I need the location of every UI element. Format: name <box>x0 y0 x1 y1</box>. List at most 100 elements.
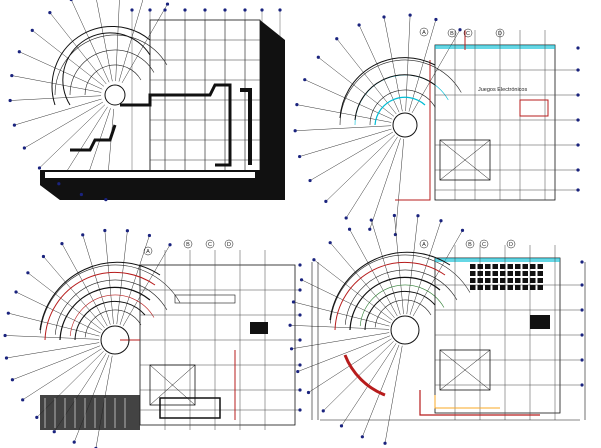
radial-axes <box>290 215 463 444</box>
seat-block <box>537 271 543 276</box>
radial-axis-line <box>349 229 398 317</box>
radial-axis-line <box>405 15 411 112</box>
radial-axis-line <box>293 301 390 327</box>
seat-block <box>522 264 528 269</box>
axis-bubble <box>22 146 26 150</box>
seat-block <box>507 278 513 283</box>
radial-axis-line <box>295 125 392 132</box>
area-label: Juegos Electrónicos <box>478 87 527 93</box>
axis-bubble <box>580 383 584 387</box>
seat-block <box>485 264 491 269</box>
seat-block <box>492 285 498 290</box>
grid-letter: B <box>186 242 190 248</box>
axis-bubble <box>223 8 227 12</box>
radial-axis-line <box>406 215 419 315</box>
axis-bubble <box>3 333 7 338</box>
axis-bubble <box>382 15 386 19</box>
arc-ring <box>54 279 168 335</box>
axis-bubble <box>328 241 332 245</box>
axis-bubble <box>434 17 438 22</box>
axis-bubble <box>79 192 83 197</box>
seat-block <box>522 285 528 290</box>
radial-axis-line <box>383 16 403 112</box>
radial-axis-line <box>329 242 395 319</box>
axis-bubble <box>69 0 73 2</box>
radial-axis-line <box>11 75 102 93</box>
radial-axis-line <box>412 230 463 317</box>
radial-axis-line <box>24 101 104 149</box>
radial-axis-line <box>71 0 110 83</box>
seat-block <box>537 264 543 269</box>
arc-ring <box>374 299 432 328</box>
axis-bubble <box>72 440 76 444</box>
seat-block <box>530 285 536 290</box>
axis-bubble <box>576 143 580 147</box>
grid-letter: C <box>482 242 486 248</box>
floor-plan-top-left <box>8 0 285 202</box>
axis-bubbles <box>8 0 282 202</box>
seat-block <box>485 285 491 290</box>
grid-letter-bubble <box>447 28 457 38</box>
seat-block <box>522 278 528 283</box>
axis-bubble <box>580 260 584 264</box>
axis-bubble <box>580 308 584 312</box>
seat-block <box>470 271 476 276</box>
grid-letter-bubble <box>495 28 505 38</box>
radial-axis-line <box>297 335 391 372</box>
axis-bubble <box>14 290 18 294</box>
axis-bubble <box>576 188 580 192</box>
axis-bubble <box>298 288 302 292</box>
building-block <box>40 19 285 200</box>
axis-bubble <box>360 435 364 439</box>
seat-block <box>500 285 506 290</box>
axis-bubble <box>339 424 344 428</box>
radial-axis-line <box>336 38 397 115</box>
axis-bubble <box>243 8 247 12</box>
curved-stair <box>39 261 161 355</box>
radial-axis-line <box>394 215 404 315</box>
axis-bubble <box>324 199 328 204</box>
axis-bubble <box>288 323 292 327</box>
axis-bubble <box>17 50 21 54</box>
grid-letter-bubble <box>224 239 234 249</box>
seat-block <box>492 278 498 283</box>
seat-block <box>477 278 483 283</box>
radial-axis-line <box>19 51 103 90</box>
seat-block <box>500 264 506 269</box>
radial-axis-line <box>296 104 392 123</box>
building-block <box>419 245 580 420</box>
radial-axis-line <box>121 3 168 84</box>
axis-bubble <box>125 229 129 233</box>
radial-axis-line <box>325 134 396 202</box>
grid-letter: A <box>146 249 150 255</box>
axis-bubble <box>439 219 443 223</box>
axis-bubble <box>41 254 46 259</box>
curved-stair <box>51 26 151 106</box>
grid-letter-bubble <box>463 28 473 38</box>
seat-block <box>485 271 491 276</box>
seat-block <box>507 285 513 290</box>
axis-bubble <box>576 93 580 97</box>
axis-bubble <box>416 214 420 218</box>
axis-bubble <box>298 263 302 267</box>
axis-bubble <box>580 358 584 362</box>
radial-axis-line <box>122 244 171 327</box>
axis-bubble <box>203 8 207 12</box>
arc-rings <box>339 59 462 126</box>
axis-bubble <box>408 13 412 17</box>
grid-letter-bubble <box>419 239 429 249</box>
radial-axis-line <box>411 29 461 114</box>
axis-bubble <box>298 388 302 392</box>
axis-bubble <box>298 313 302 317</box>
grid-letter-bubble <box>143 246 153 256</box>
radial-axis-line <box>61 243 108 327</box>
seat-block <box>530 271 536 276</box>
axis-bubble <box>183 8 187 12</box>
curved-stair <box>339 57 436 138</box>
grid-letter: D <box>509 242 513 248</box>
axis-bubble <box>291 300 296 304</box>
axis-bubble <box>104 198 108 202</box>
radial-axis-line <box>301 279 391 324</box>
